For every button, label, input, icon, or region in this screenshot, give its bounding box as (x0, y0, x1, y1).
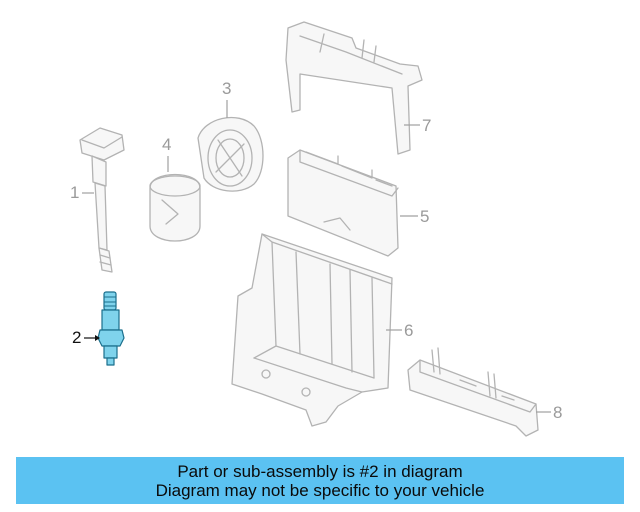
callout-label-4: 4 (162, 135, 171, 154)
callout-6: 6 (386, 321, 413, 340)
control-module-part[interactable] (287, 149, 399, 257)
ignition-coil-part[interactable] (79, 127, 125, 273)
cap-part[interactable] (149, 173, 201, 242)
callout-label-6: 6 (404, 321, 413, 340)
lower-bracket-part[interactable] (407, 347, 539, 437)
banner-line-part-number: Part or sub-assembly is #2 in diagram (177, 461, 463, 481)
diagram-notice-banner: Part or sub-assembly is #2 in diagram Di… (16, 457, 624, 504)
spark-plug-part[interactable] (97, 291, 125, 366)
callout-5: 5 (400, 207, 429, 226)
tray-part[interactable] (231, 233, 393, 427)
parts-diagram: 1 2 3 4 7 (70, 21, 562, 437)
callout-label-8: 8 (553, 403, 562, 422)
callout-4: 4 (162, 135, 171, 172)
callout-label-7: 7 (422, 116, 431, 135)
callout-1: 1 (70, 183, 94, 202)
throttle-body-part[interactable] (197, 116, 264, 192)
callout-label-2: 2 (72, 328, 81, 347)
banner-line-disclaimer: Diagram may not be specific to your vehi… (155, 480, 485, 500)
callout-label-3: 3 (222, 79, 231, 98)
callout-label-5: 5 (420, 207, 429, 226)
bracket-part[interactable] (285, 21, 423, 155)
callout-3: 3 (222, 79, 231, 118)
callout-label-1: 1 (70, 183, 79, 202)
callout-8: 8 (536, 403, 562, 422)
callout-7: 7 (404, 116, 431, 135)
callout-2: 2 (72, 328, 100, 347)
